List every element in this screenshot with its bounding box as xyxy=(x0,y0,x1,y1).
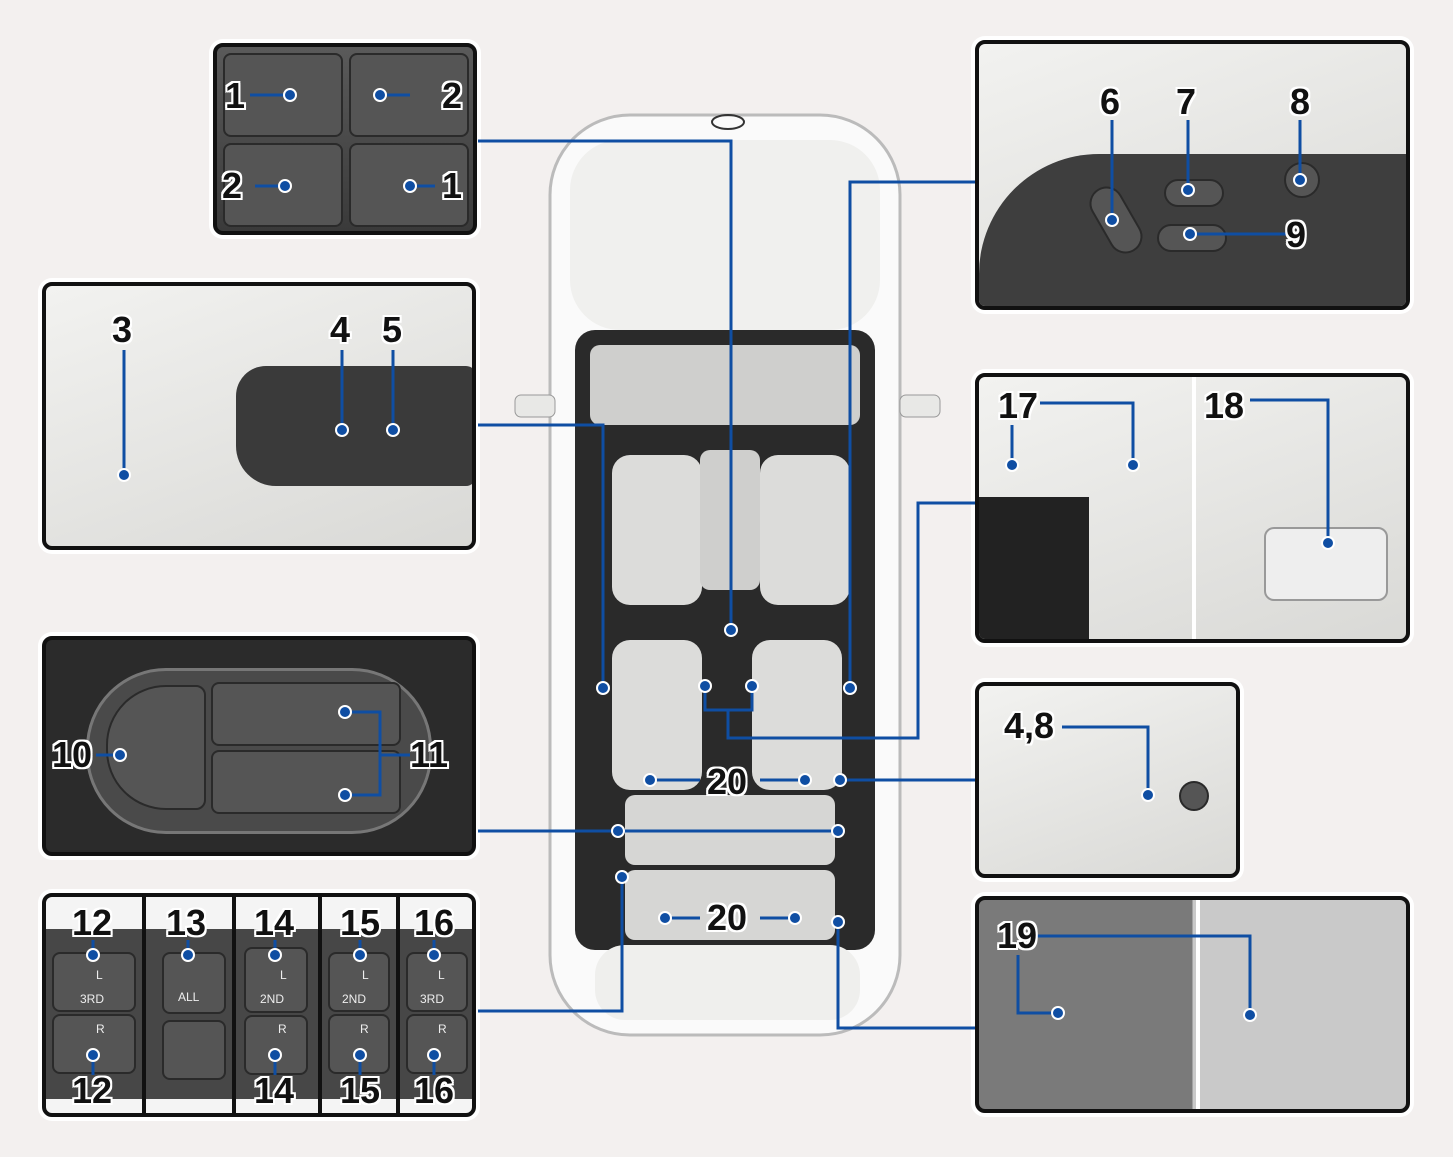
callout-17: 17 xyxy=(998,385,1039,426)
switch-label-all: ALL xyxy=(178,990,200,1004)
divider xyxy=(232,897,236,1113)
callout-3: 3 xyxy=(112,309,133,350)
divider xyxy=(1196,900,1200,1109)
switch-label-l: L xyxy=(362,968,369,982)
callout-2: 2 xyxy=(222,165,243,206)
callout-14: 14 xyxy=(254,902,295,943)
third-row-right-slide-button[interactable] xyxy=(52,1014,136,1074)
all-fold-button[interactable] xyxy=(162,952,226,1014)
callout-16: 16 xyxy=(414,902,455,943)
switch-label-l: L xyxy=(438,968,445,982)
callout-4-8: 4,8 xyxy=(1004,705,1055,746)
second-row-right-button-a[interactable] xyxy=(244,1015,308,1075)
switch-label-l: L xyxy=(96,968,103,982)
switch-label-2nd: 2ND xyxy=(342,992,367,1006)
callout-8: 8 xyxy=(1290,81,1311,122)
panel-third-row-straps xyxy=(975,896,1410,1113)
lumbar-switch[interactable] xyxy=(1164,179,1224,207)
callout-7: 7 xyxy=(1176,81,1197,122)
callout-13: 13 xyxy=(166,902,207,943)
callout-5: 5 xyxy=(382,309,403,350)
divider xyxy=(318,897,322,1113)
callout-1: 1 xyxy=(225,75,246,116)
seatback-recline-button[interactable] xyxy=(211,682,401,746)
divider xyxy=(1192,377,1196,639)
switch-label-r: R xyxy=(278,1022,287,1036)
panel-seat-side-controls xyxy=(42,282,476,550)
third-row-right-fold-button[interactable] xyxy=(406,1014,468,1074)
armrest-image xyxy=(979,497,1089,639)
switch-label-r: R xyxy=(360,1022,369,1036)
callout-10: 10 xyxy=(52,734,93,775)
callout-20: 20 xyxy=(707,897,748,938)
callout-1: 1 xyxy=(442,165,463,206)
callout-20: 20 xyxy=(707,761,748,802)
second-row-right-button-b[interactable] xyxy=(328,1014,390,1074)
headrest-memory-button[interactable] xyxy=(1179,781,1209,811)
switch-label-3rd: 3RD xyxy=(420,992,445,1006)
switch-label-l: L xyxy=(280,968,287,982)
seat-side-trim xyxy=(236,366,472,486)
seat-cushion-switch[interactable] xyxy=(1157,224,1227,252)
seat-slide-button[interactable] xyxy=(211,750,401,814)
callout-12: 12 xyxy=(72,1070,113,1111)
blank-button xyxy=(162,1020,226,1080)
switch-label-2nd: 2ND xyxy=(260,992,285,1006)
callout-9: 9 xyxy=(1286,214,1307,255)
switch-label-r: R xyxy=(96,1022,105,1036)
cupholder-image xyxy=(1264,527,1388,601)
callout-15: 15 xyxy=(340,902,381,943)
memory-button[interactable] xyxy=(1284,162,1320,198)
callout-19: 19 xyxy=(997,915,1038,956)
callout-16: 16 xyxy=(414,1070,455,1111)
panel-armrests xyxy=(975,373,1410,643)
callout-4: 4 xyxy=(330,309,351,350)
switch-label-r: R xyxy=(438,1022,447,1036)
panel-seat-climate-switches xyxy=(213,43,477,235)
callout-14: 14 xyxy=(254,1070,295,1111)
callout-12: 12 xyxy=(72,902,113,943)
callout-6: 6 xyxy=(1100,81,1121,122)
panel-memory-button xyxy=(975,682,1240,878)
divider xyxy=(396,897,400,1113)
callout-2: 2 xyxy=(442,75,463,116)
callout-18: 18 xyxy=(1204,385,1245,426)
callout-11: 11 xyxy=(410,734,449,775)
callout-15: 15 xyxy=(340,1070,381,1111)
divider xyxy=(142,897,146,1113)
switch-label-3rd: 3RD xyxy=(80,992,105,1006)
